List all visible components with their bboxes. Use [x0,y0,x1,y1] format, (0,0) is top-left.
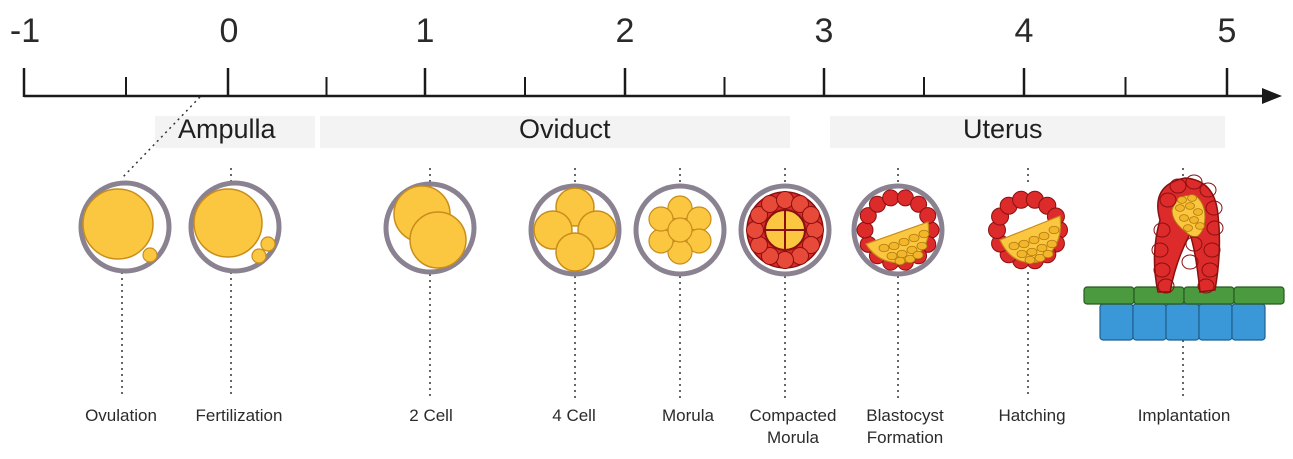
inner-cell-mass-cell [1184,225,1193,232]
ovulation-embryo [81,183,169,271]
inner-cell-mass-cell [1178,197,1187,204]
trophectoderm-cell [802,207,819,224]
inner-cell-mass-cell [1186,203,1195,210]
tick-label: 1 [395,14,455,48]
stage-label-hatching: Hatching [962,405,1102,427]
compacted-morula-embryo [741,186,829,274]
inner-cell-mass-cell [909,234,919,242]
implantation-graphic [1084,175,1284,340]
inner-cell-mass-cell [1180,215,1189,222]
tick-label: 2 [595,14,655,48]
hatching-embryo [989,191,1068,268]
trophectoderm-cell [920,208,936,224]
stage-label-blastocyst-formation: Blastocyst Formation [835,405,975,449]
trophectoderm-cell [857,222,873,238]
inner-cell-mass-cell [1025,256,1035,264]
two-cell-embryo [386,184,474,272]
stage-label-2-cell: 2 Cell [361,405,501,427]
inner-cell-mass-cell [1196,223,1205,230]
trophectoderm-cell [762,196,779,213]
region-label-ampulla: Ampulla [178,116,276,143]
morula-embryo [636,186,724,274]
inner-cell-mass-cell [1043,250,1053,258]
uterine-epithelium [1084,287,1284,304]
axis-arrowhead [1262,88,1282,104]
inner-cell-mass-cell [1029,236,1039,244]
trophectoderm-cell [792,247,809,264]
inner-cell-mass-cell [1188,195,1197,202]
trophectoderm-cell [747,222,764,239]
inner-cell-mass-cell [879,244,889,252]
trophectoderm-cell [807,222,824,239]
inner-cell-mass-cell [917,242,927,250]
inner-cell-mass-cell [1049,226,1059,234]
tick-label: 5 [1197,14,1257,48]
tick-label: 0 [199,14,259,48]
inner-cell-mass-cell [1017,250,1027,258]
inner-cell-mass-cell [1176,205,1185,212]
inner-cell-mass-cell [897,250,907,258]
four-cell-embryo [531,186,619,274]
trophectoderm-cell [751,237,768,254]
inner-cell-mass-cell [1039,232,1049,240]
region-label-uterus: Uterus [963,116,1043,143]
inner-cell-mass-cell [1194,209,1203,216]
fertilization-embryo [191,183,279,271]
inner-cell-mass-cell [1190,217,1199,224]
inner-cell-mass-cell [1027,248,1037,256]
inner-cell-mass-cell [913,251,923,259]
inner-cell-mass-cell [1019,240,1029,248]
trophectoderm-cell [777,252,794,269]
inner-cell-mass-cell [919,230,929,238]
time-axis [24,68,1282,104]
tick-label: 4 [994,14,1054,48]
blastocyst-line-1: Blastocyst [835,405,975,427]
inner-cell-mass-cell [1009,242,1019,250]
inner-cell-mass-cell [887,252,897,260]
tick-label: 3 [794,14,854,48]
inner-cell-mass-cell [889,242,899,250]
stage-label-implantation: Implantation [1114,405,1254,427]
stage-label-fertilization: Fertilization [169,405,309,427]
inner-cell-mass-cell [895,257,905,265]
blastocyst-line-2: Formation [835,427,975,449]
implanting-blastocyst [1152,175,1223,293]
blastocyst-embryo [854,186,942,274]
inner-cell-mass-cell [899,238,909,246]
trophectoderm-cell [777,192,794,209]
region-label-oviduct: Oviduct [519,116,611,143]
tick-label: -1 [0,14,55,48]
trophectoderm-cell [883,190,899,206]
uterine-stroma [1100,304,1265,340]
inner-cell-mass-cell [1047,240,1057,248]
